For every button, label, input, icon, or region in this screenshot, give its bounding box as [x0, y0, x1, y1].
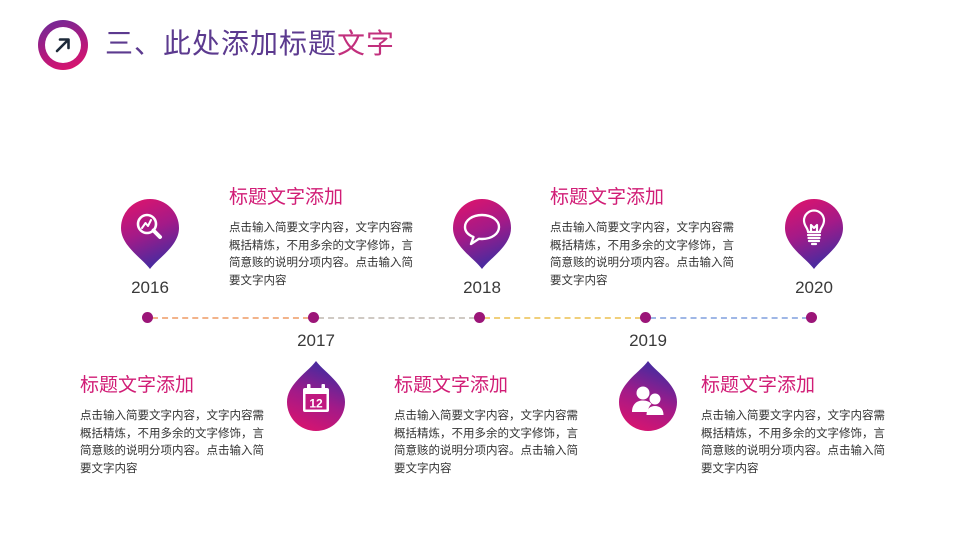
search-chart-icon: [136, 213, 162, 239]
milestone-pin-2018: [452, 198, 512, 270]
lightbulb-icon: [802, 209, 826, 246]
timeline-dot-2017[interactable]: [308, 312, 319, 323]
milestone-card-2019: 标题文字添加 点击输入简要文字内容，文字内容需概括精炼，不用多余的文字修饰，言简…: [550, 185, 740, 289]
users-icon: [632, 386, 664, 415]
speech-bubble-icon: [463, 213, 501, 246]
milestone-pin-2016: [120, 198, 180, 270]
card-body: 点击输入简要文字内容，文字内容需概括精炼，不用多余的文字修饰，言简意赅的说明分项…: [550, 220, 734, 287]
timeline-dot-2018[interactable]: [474, 312, 485, 323]
milestone-card-2016: 标题文字添加 点击输入简要文字内容，文字内容需概括精炼，不用多余的文字修饰，言简…: [80, 373, 270, 477]
page-title-accent: 文字: [337, 27, 396, 60]
logo-badge: [38, 20, 88, 70]
timeline-dot-2016[interactable]: [142, 312, 153, 323]
milestone-card-2020: 标题文字添加 点击输入简要文字内容，文字内容需概括精炼，不用多余的文字修饰，言简…: [701, 373, 891, 477]
milestone-card-2017: 标题文字添加 点击输入简要文字内容，文字内容需概括精炼，不用多余的文字修饰，言简…: [229, 185, 419, 289]
card-title: 标题文字添加: [550, 186, 665, 208]
card-body: 点击输入简要文字内容，文字内容需概括精炼，不用多余的文字修饰，言简意赅的说明分项…: [80, 408, 264, 475]
milestone-pin-2017: 12: [286, 360, 346, 432]
timeline-segment-3: [484, 317, 641, 319]
svg-text:12: 12: [309, 397, 323, 411]
card-body: 点击输入简要文字内容，文字内容需概括精炼，不用多余的文字修饰，言简意赅的说明分项…: [701, 408, 885, 475]
year-label-2020: 2020: [795, 278, 833, 297]
timeline-segment-4: [650, 317, 808, 319]
card-title: 标题文字添加: [701, 374, 816, 396]
year-label-2018: 2018: [463, 278, 501, 297]
year-label-2019: 2019: [629, 331, 667, 350]
card-title: 标题文字添加: [229, 186, 344, 208]
milestone-card-2018: 标题文字添加 点击输入简要文字内容，文字内容需概括精炼，不用多余的文字修饰，言简…: [394, 373, 584, 477]
timeline-segment-2: [318, 317, 475, 319]
page-title-main: 三、此处添加标题: [105, 27, 338, 60]
timeline-dot-2019[interactable]: [640, 312, 651, 323]
year-label-2017: 2017: [297, 331, 335, 350]
timeline-segment-1: [152, 317, 309, 319]
arrow-up-right-icon: [55, 38, 70, 53]
card-body: 点击输入简要文字内容，文字内容需概括精炼，不用多余的文字修饰，言简意赅的说明分项…: [229, 220, 413, 287]
card-body: 点击输入简要文字内容，文字内容需概括精炼，不用多余的文字修饰，言简意赅的说明分项…: [394, 408, 578, 475]
card-title: 标题文字添加: [80, 374, 195, 396]
calendar-icon: 12: [303, 384, 329, 412]
milestone-pin-2019: [618, 360, 678, 432]
page-title: 三、此处添加标题文字: [105, 24, 395, 64]
milestone-pin-2020: [784, 198, 844, 270]
card-title: 标题文字添加: [394, 374, 509, 396]
timeline-dot-2020[interactable]: [806, 312, 817, 323]
year-label-2016: 2016: [131, 278, 169, 297]
